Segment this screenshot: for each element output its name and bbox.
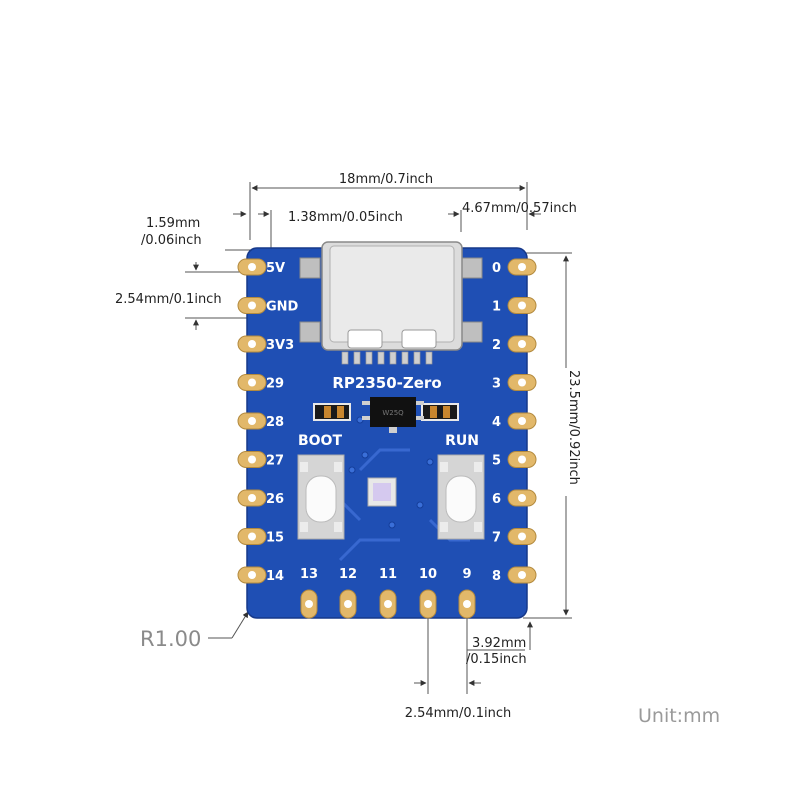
boot-label: BOOT (298, 433, 342, 449)
run-button[interactable] (437, 454, 485, 540)
bottom-pitch-dimension: 2.54mm/0.1inch (405, 706, 512, 721)
flash-chip: W25Q (362, 397, 424, 433)
right-pin-label-2: 2 (492, 338, 501, 353)
bottom-pin-pads (300, 589, 476, 619)
right-pad-2 (507, 335, 537, 353)
height-dimension: 23.5mm/0.92inch (566, 370, 581, 485)
bottom-offset-dimension-line2: /0.15inch (466, 652, 527, 667)
bottom-pin-label-1: 12 (339, 567, 357, 582)
right-pad-7 (507, 528, 537, 545)
usb-offset-dimension: 1.38mm/0.05inch (288, 210, 403, 225)
left-pad-5 (237, 451, 267, 468)
right-pad-3 (507, 374, 537, 391)
left-pin-label-5: 27 (266, 454, 284, 469)
bottom-offset-dimension-line1: 3.92mm (472, 636, 526, 651)
left-pad-6 (237, 489, 267, 507)
right-pad-6 (507, 489, 537, 507)
right-pin-label-1: 1 (492, 300, 501, 315)
right-pad-1 (507, 297, 537, 314)
right-pin-labels: 0 1 2 3 4 5 6 7 8 (492, 261, 501, 584)
left-pin-labels: 5V GND 3V3 29 28 27 26 15 14 (266, 261, 299, 584)
left-pitch-dimension: 2.54mm/0.1inch (115, 292, 222, 307)
right-pin-label-3: 3 (492, 377, 501, 392)
right-pad-0 (507, 258, 537, 276)
right-pad-4 (507, 412, 537, 430)
left-pin-label-2: 3V3 (266, 338, 294, 353)
bottom-pin-label-4: 9 (462, 567, 471, 582)
left-pin-label-8: 14 (266, 569, 284, 584)
revision-label: R1.00 (140, 627, 201, 651)
right-pin-label-7: 7 (492, 531, 501, 546)
unit-label: Unit:mm (638, 705, 720, 727)
left-pin-label-4: 28 (266, 415, 284, 430)
left-pin-label-3: 29 (266, 377, 284, 392)
right-pin-label-4: 4 (492, 415, 501, 430)
bottom-pin-label-0: 13 (300, 567, 318, 582)
dimension-lines (185, 182, 572, 694)
left-pad-3 (237, 374, 267, 391)
left-pad-7 (237, 528, 267, 545)
bottom-pad-2 (379, 589, 397, 619)
bottom-pin-labels: 13 12 11 10 9 (300, 567, 472, 582)
top-margin-dimension-line1: 1.59mm (146, 216, 200, 231)
left-pad-8 (237, 566, 267, 584)
left-pad-2 (237, 335, 267, 353)
bottom-pad-4 (458, 589, 476, 619)
width-dimension: 18mm/0.7inch (339, 172, 433, 187)
usb-c-connector (299, 241, 483, 365)
rgb-led (367, 477, 397, 507)
top-margin-dimension-line2: /0.06inch (141, 233, 202, 248)
left-pad-4 (237, 412, 267, 430)
right-pad-5 (507, 451, 537, 468)
bottom-pad-0 (300, 589, 318, 619)
passive-components (313, 403, 459, 421)
left-pad-0 (237, 258, 267, 276)
boot-button[interactable] (297, 454, 345, 540)
bottom-pad-1 (339, 589, 357, 619)
bottom-pin-label-3: 10 (419, 567, 437, 582)
left-pin-label-1: GND (266, 300, 299, 315)
left-pin-label-0: 5V (266, 261, 285, 276)
right-offset-dimension: 4.67mm/0.57inch (462, 201, 577, 216)
left-pin-label-7: 15 (266, 531, 284, 546)
left-pin-label-6: 26 (266, 492, 284, 507)
left-pin-pads (237, 258, 267, 584)
right-pin-label-8: 8 (492, 569, 501, 584)
board-name: RP2350-Zero (332, 374, 441, 392)
left-pad-1 (237, 297, 267, 314)
chip-marking: W25Q (382, 409, 404, 417)
bottom-pin-label-2: 11 (379, 567, 397, 582)
right-pin-pads (507, 258, 537, 584)
run-label: RUN (445, 433, 479, 449)
right-pin-label-5: 5 (492, 454, 501, 469)
right-pin-label-0: 0 (492, 261, 501, 276)
right-pin-label-6: 6 (492, 492, 501, 507)
bottom-pad-3 (419, 589, 437, 619)
right-pad-8 (507, 566, 537, 584)
